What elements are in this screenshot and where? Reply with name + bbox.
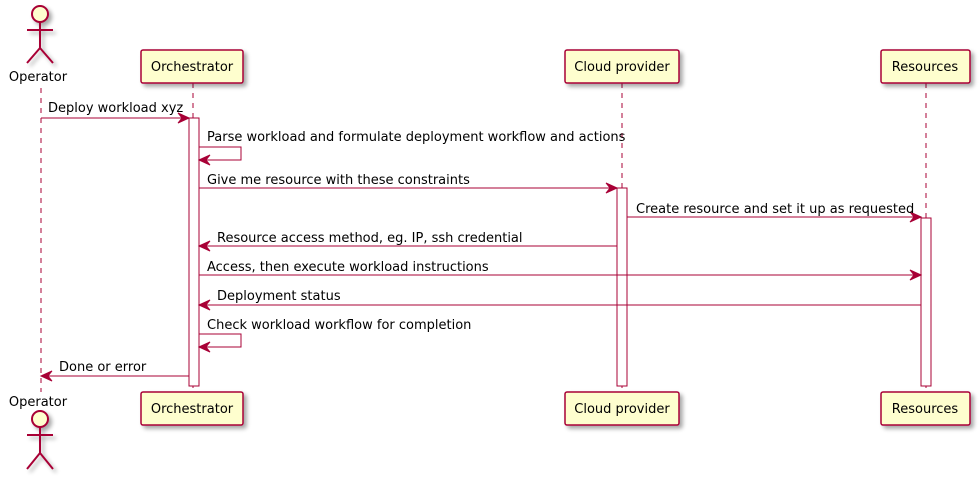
participant-label: Resources (892, 402, 959, 417)
actor-operator-bottom (26, 410, 54, 470)
message-4: Create resource and set it up as request… (627, 202, 923, 223)
arrowhead (197, 240, 211, 252)
message-2: Parse workload and formulate deployment … (197, 130, 626, 166)
message-label: Deployment status (217, 289, 341, 304)
participant-orchestrator-top: Orchestrator (140, 49, 244, 84)
arrowhead (177, 112, 191, 124)
message-label: Deploy workload xyz (48, 101, 183, 116)
arrowhead (909, 269, 923, 281)
message-arrow (199, 146, 242, 161)
participant-label: Cloud provider (574, 60, 670, 75)
actor-label: Operator (9, 395, 68, 410)
message-label: Create resource and set it up as request… (636, 202, 914, 217)
message-6: Access, then execute workload instructio… (199, 260, 923, 281)
activation-resources (920, 217, 932, 387)
activation-orchestrator (188, 117, 200, 387)
participant-label: Orchestrator (151, 402, 234, 417)
arrowhead (909, 211, 923, 223)
arrowhead (39, 370, 53, 382)
actor-label: Operator (9, 70, 68, 85)
participant-resources-top: Resources (880, 49, 971, 84)
message-8: Check workload workflow for completion (197, 318, 471, 353)
message-arrow (199, 333, 242, 348)
message-3: Give me resource with these constraints (199, 173, 619, 194)
arrowhead (197, 299, 211, 311)
actor-icon (26, 410, 54, 470)
arrowhead (197, 341, 211, 353)
message-5: Resource access method, eg. IP, ssh cred… (197, 231, 617, 252)
participant-label: Cloud provider (574, 402, 670, 417)
message-label: Parse workload and formulate deployment … (207, 130, 626, 145)
message-label: Give me resource with these constraints (207, 173, 470, 188)
participant-resources-bottom: Resources (880, 391, 971, 426)
participant-cloud-provider-top: Cloud provider (564, 49, 680, 84)
message-label: Check workload workflow for completion (207, 318, 471, 333)
arrowhead (605, 182, 619, 194)
message-1: Deploy workload xyz (41, 101, 191, 124)
message-label: Done or error (59, 360, 147, 375)
activation-cloud-provider (616, 187, 628, 387)
message-7: Deployment status (197, 289, 921, 311)
message-9: Done or error (39, 360, 189, 382)
participant-orchestrator-bottom: Orchestrator (140, 391, 244, 426)
participant-label: Orchestrator (151, 60, 234, 75)
activations (188, 117, 932, 387)
actor-icon (26, 5, 54, 64)
message-label: Resource access method, eg. IP, ssh cred… (217, 231, 523, 246)
message-label: Access, then execute workload instructio… (207, 260, 489, 275)
actor-operator-top (26, 5, 54, 64)
participant-label: Resources (892, 60, 959, 75)
arrowhead (197, 154, 211, 166)
participant-cloud-provider-bottom: Cloud provider (564, 391, 680, 426)
